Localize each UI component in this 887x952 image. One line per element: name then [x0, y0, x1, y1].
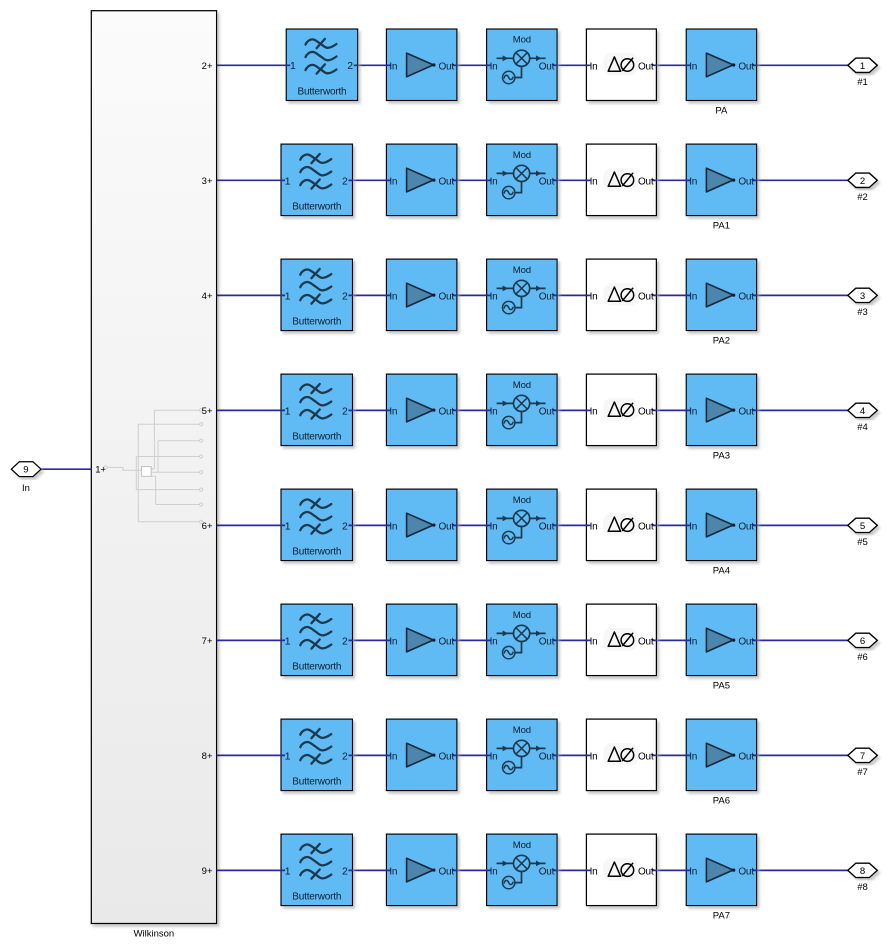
svg-text:3: 3 [860, 291, 865, 302]
svg-text:In: In [22, 483, 30, 494]
svg-text:5: 5 [860, 521, 865, 532]
svg-text:PA7: PA7 [713, 910, 730, 921]
svg-text:1+: 1+ [95, 465, 106, 476]
svg-text:PA5: PA5 [713, 680, 730, 691]
svg-text:7: 7 [860, 751, 865, 762]
svg-text:9: 9 [23, 465, 28, 476]
svg-text:3+: 3+ [202, 176, 213, 187]
svg-text:2: 2 [860, 176, 865, 187]
svg-text:8+: 8+ [202, 751, 213, 762]
svg-text:Wilkinson: Wilkinson [134, 929, 175, 940]
svg-text:#4: #4 [857, 422, 868, 433]
svg-text:PA4: PA4 [713, 565, 730, 576]
svg-text:#3: #3 [857, 307, 868, 318]
svg-text:PA2: PA2 [713, 335, 730, 346]
svg-text:#1: #1 [857, 77, 868, 88]
svg-text:8: 8 [860, 866, 865, 877]
svg-text:6: 6 [860, 636, 865, 647]
svg-text:2+: 2+ [202, 61, 213, 72]
svg-text:#6: #6 [857, 652, 868, 663]
svg-text:#8: #8 [857, 882, 868, 893]
svg-text:5+: 5+ [202, 406, 213, 417]
svg-text:PA1: PA1 [713, 220, 730, 231]
svg-text:#5: #5 [857, 537, 868, 548]
svg-text:4+: 4+ [202, 291, 213, 302]
svg-text:PA3: PA3 [713, 450, 730, 461]
svg-text:PA6: PA6 [713, 795, 730, 806]
svg-text:#2: #2 [857, 192, 868, 203]
svg-text:6+: 6+ [202, 521, 213, 532]
svg-text:#7: #7 [857, 767, 868, 778]
svg-text:4: 4 [860, 406, 866, 417]
svg-text:7+: 7+ [202, 636, 213, 647]
svg-text:1: 1 [860, 61, 865, 72]
svg-text:PA: PA [715, 105, 728, 116]
svg-text:9+: 9+ [202, 866, 213, 877]
